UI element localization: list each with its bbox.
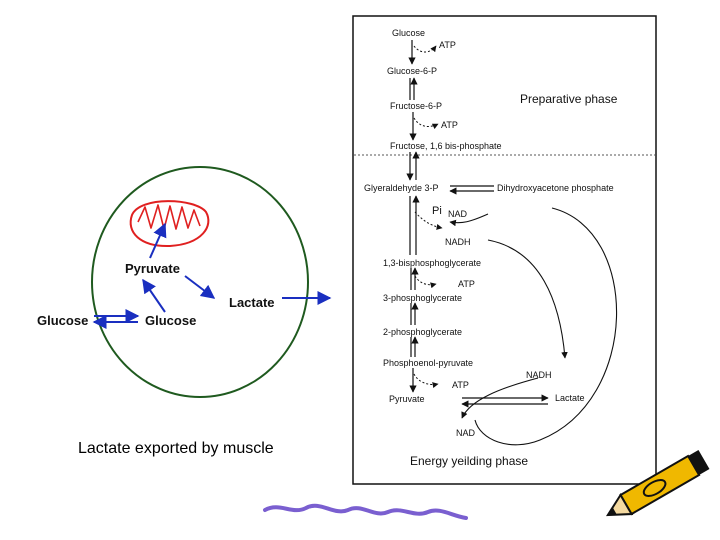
pi-label: Pi (432, 205, 442, 217)
mitochondrion-icon (129, 200, 210, 248)
pathway-border (352, 15, 657, 485)
pyruvate-to-mito-arrow (149, 222, 167, 259)
cell-membrane (91, 166, 309, 398)
atp-4-label: ATP (452, 380, 469, 390)
cell-lactate-label: Lactate (229, 295, 275, 310)
glucose-6p-label: Glucose-6-P (387, 66, 437, 76)
pg2-label: 2-phosphoglycerate (383, 327, 462, 337)
atp-1-label: ATP (439, 40, 456, 50)
glucose-label: Glucose (392, 28, 425, 38)
pencil-icon (605, 449, 710, 517)
energy-phase-label: Energy yeilding phase (410, 454, 528, 468)
pyruvate-to-lactate-arrow (184, 275, 216, 299)
nadh-1-label: NADH (445, 237, 471, 247)
pathway-panel: Glucose ATP Glucose-6-P Fructose-6-P ATP… (352, 15, 657, 485)
pg3-label: 3-phosphoglycerate (383, 293, 462, 303)
glucose-to-pyruvate-arrow (142, 278, 166, 313)
atp-2-label: ATP (441, 120, 458, 130)
nadh-2-label: NADH (526, 370, 552, 380)
decorative-squiggle-icon (263, 503, 468, 520)
atp-3-label: ATP (458, 279, 475, 289)
pyruvate-label: Pyruvate (389, 394, 425, 404)
cell-glucose-outside-label: Glucose (37, 313, 88, 328)
fructose-16bp-label: Fructose, 1,6 bis-phosphate (390, 141, 502, 151)
dhap-label: Dihydroxyacetone phosphate (497, 183, 614, 193)
muscle-cell: Pyruvate Lactate Glucose Glucose (37, 166, 332, 398)
nad-2-label: NAD (456, 428, 476, 438)
nad-1-label: NAD (448, 209, 468, 219)
g3p-label: Glyeraldehyde 3-P (364, 183, 439, 193)
cell-pyruvate-label: Pyruvate (125, 261, 180, 276)
fructose-6p-label: Fructose-6-P (390, 101, 442, 111)
cell-glucose-inside-label: Glucose (145, 313, 196, 328)
preparative-phase-label: Preparative phase (520, 92, 618, 106)
bpg13-label: 1,3-bisphosphoglycerate (383, 258, 481, 268)
pep-label: Phosphoenol-pyruvate (383, 358, 473, 368)
caption: Lactate exported by muscle (78, 440, 274, 457)
lactate-label: Lactate (555, 393, 585, 403)
